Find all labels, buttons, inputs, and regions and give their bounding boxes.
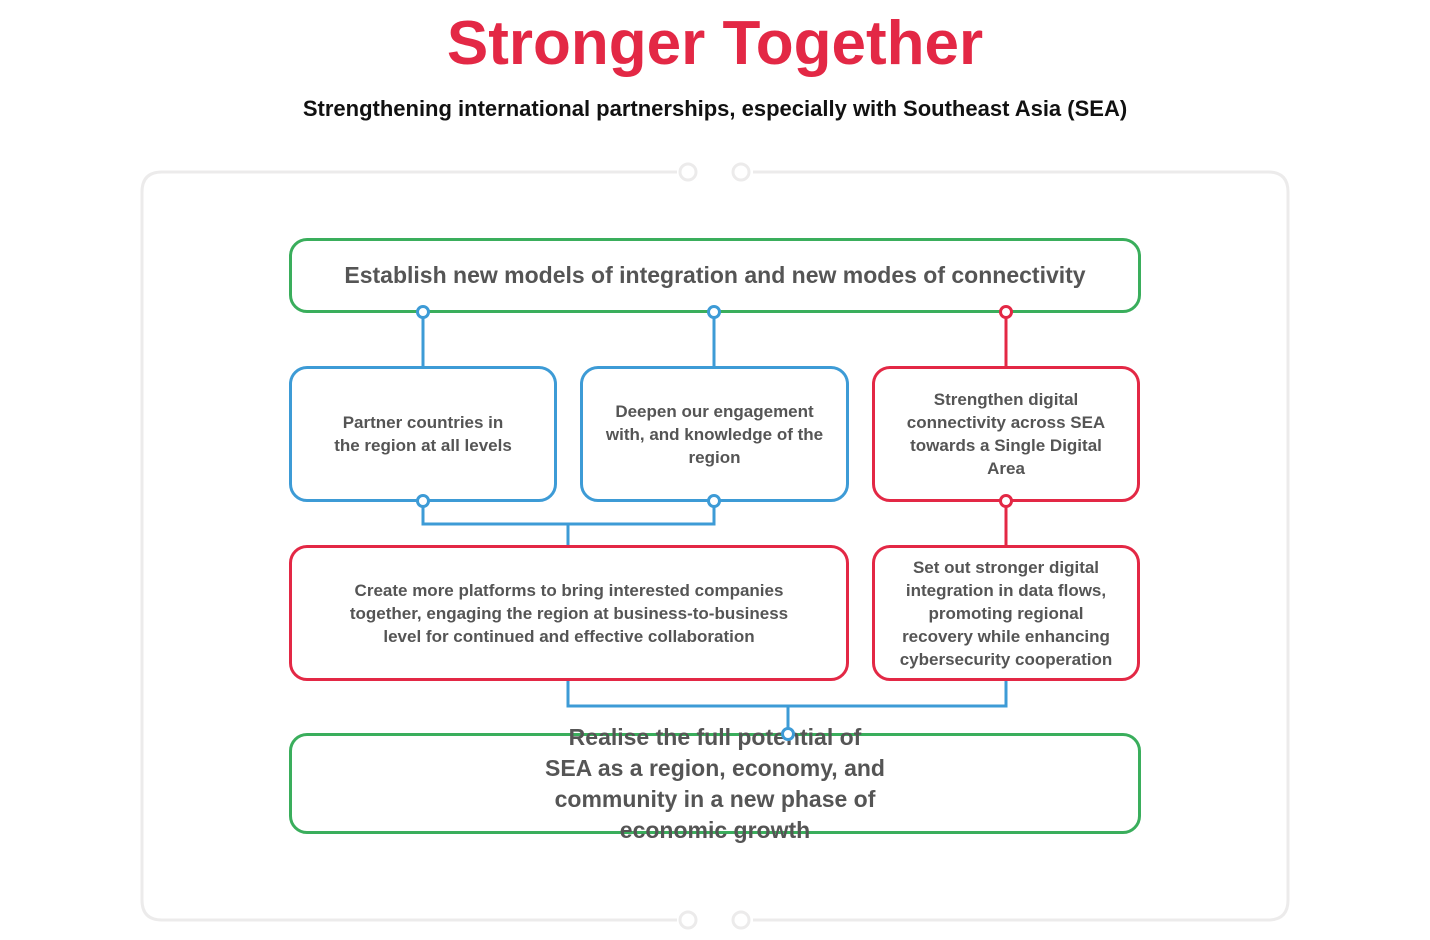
bottom-goal-box: Realise the full potential of SEA as a r… (289, 724, 1141, 843)
junction-dot-top-partner (416, 305, 430, 319)
page-title: Stronger Together (446, 9, 984, 78)
platforms-text: Create more platforms to bring intereste… (349, 580, 789, 646)
junction-dot-partner-bottom (416, 494, 430, 508)
frame-ring-bottom-right (731, 910, 751, 930)
frame-ring-top-left (678, 162, 698, 182)
page-subtitle: Strengthening international partnerships… (302, 96, 1128, 121)
frame-ring-top-right (731, 162, 751, 182)
junction-dot-digital-bottom (999, 494, 1013, 508)
junction-dot-deepen-bottom (707, 494, 721, 508)
bottom-goal-text: Realise the full potential of SEA as a r… (545, 723, 885, 843)
top-goal-text: Establish new models of integration and … (344, 262, 1086, 288)
partner-box: Partner countries in the region at all l… (289, 366, 557, 502)
junction-dot-bottom-goal (781, 727, 795, 741)
platforms-box: Create more platforms to bring intereste… (289, 545, 849, 681)
junction-dot-top-digital (999, 305, 1013, 319)
partner-text: Partner countries in the region at all l… (334, 413, 512, 455)
outer-frame (140, 170, 1290, 922)
top-goal-box: Establish new models of integration and … (289, 238, 1141, 313)
dataflows-box: Set out stronger digital integration in … (872, 545, 1140, 681)
junction-dot-top-deepen (707, 305, 721, 319)
deepen-text: Deepen our engagement with, and knowledg… (605, 401, 824, 467)
frame-ring-bottom-left (678, 910, 698, 930)
digital-text: Strengthen digital connectivity across S… (906, 390, 1106, 478)
dataflows-text: Set out stronger digital integration in … (899, 557, 1113, 669)
